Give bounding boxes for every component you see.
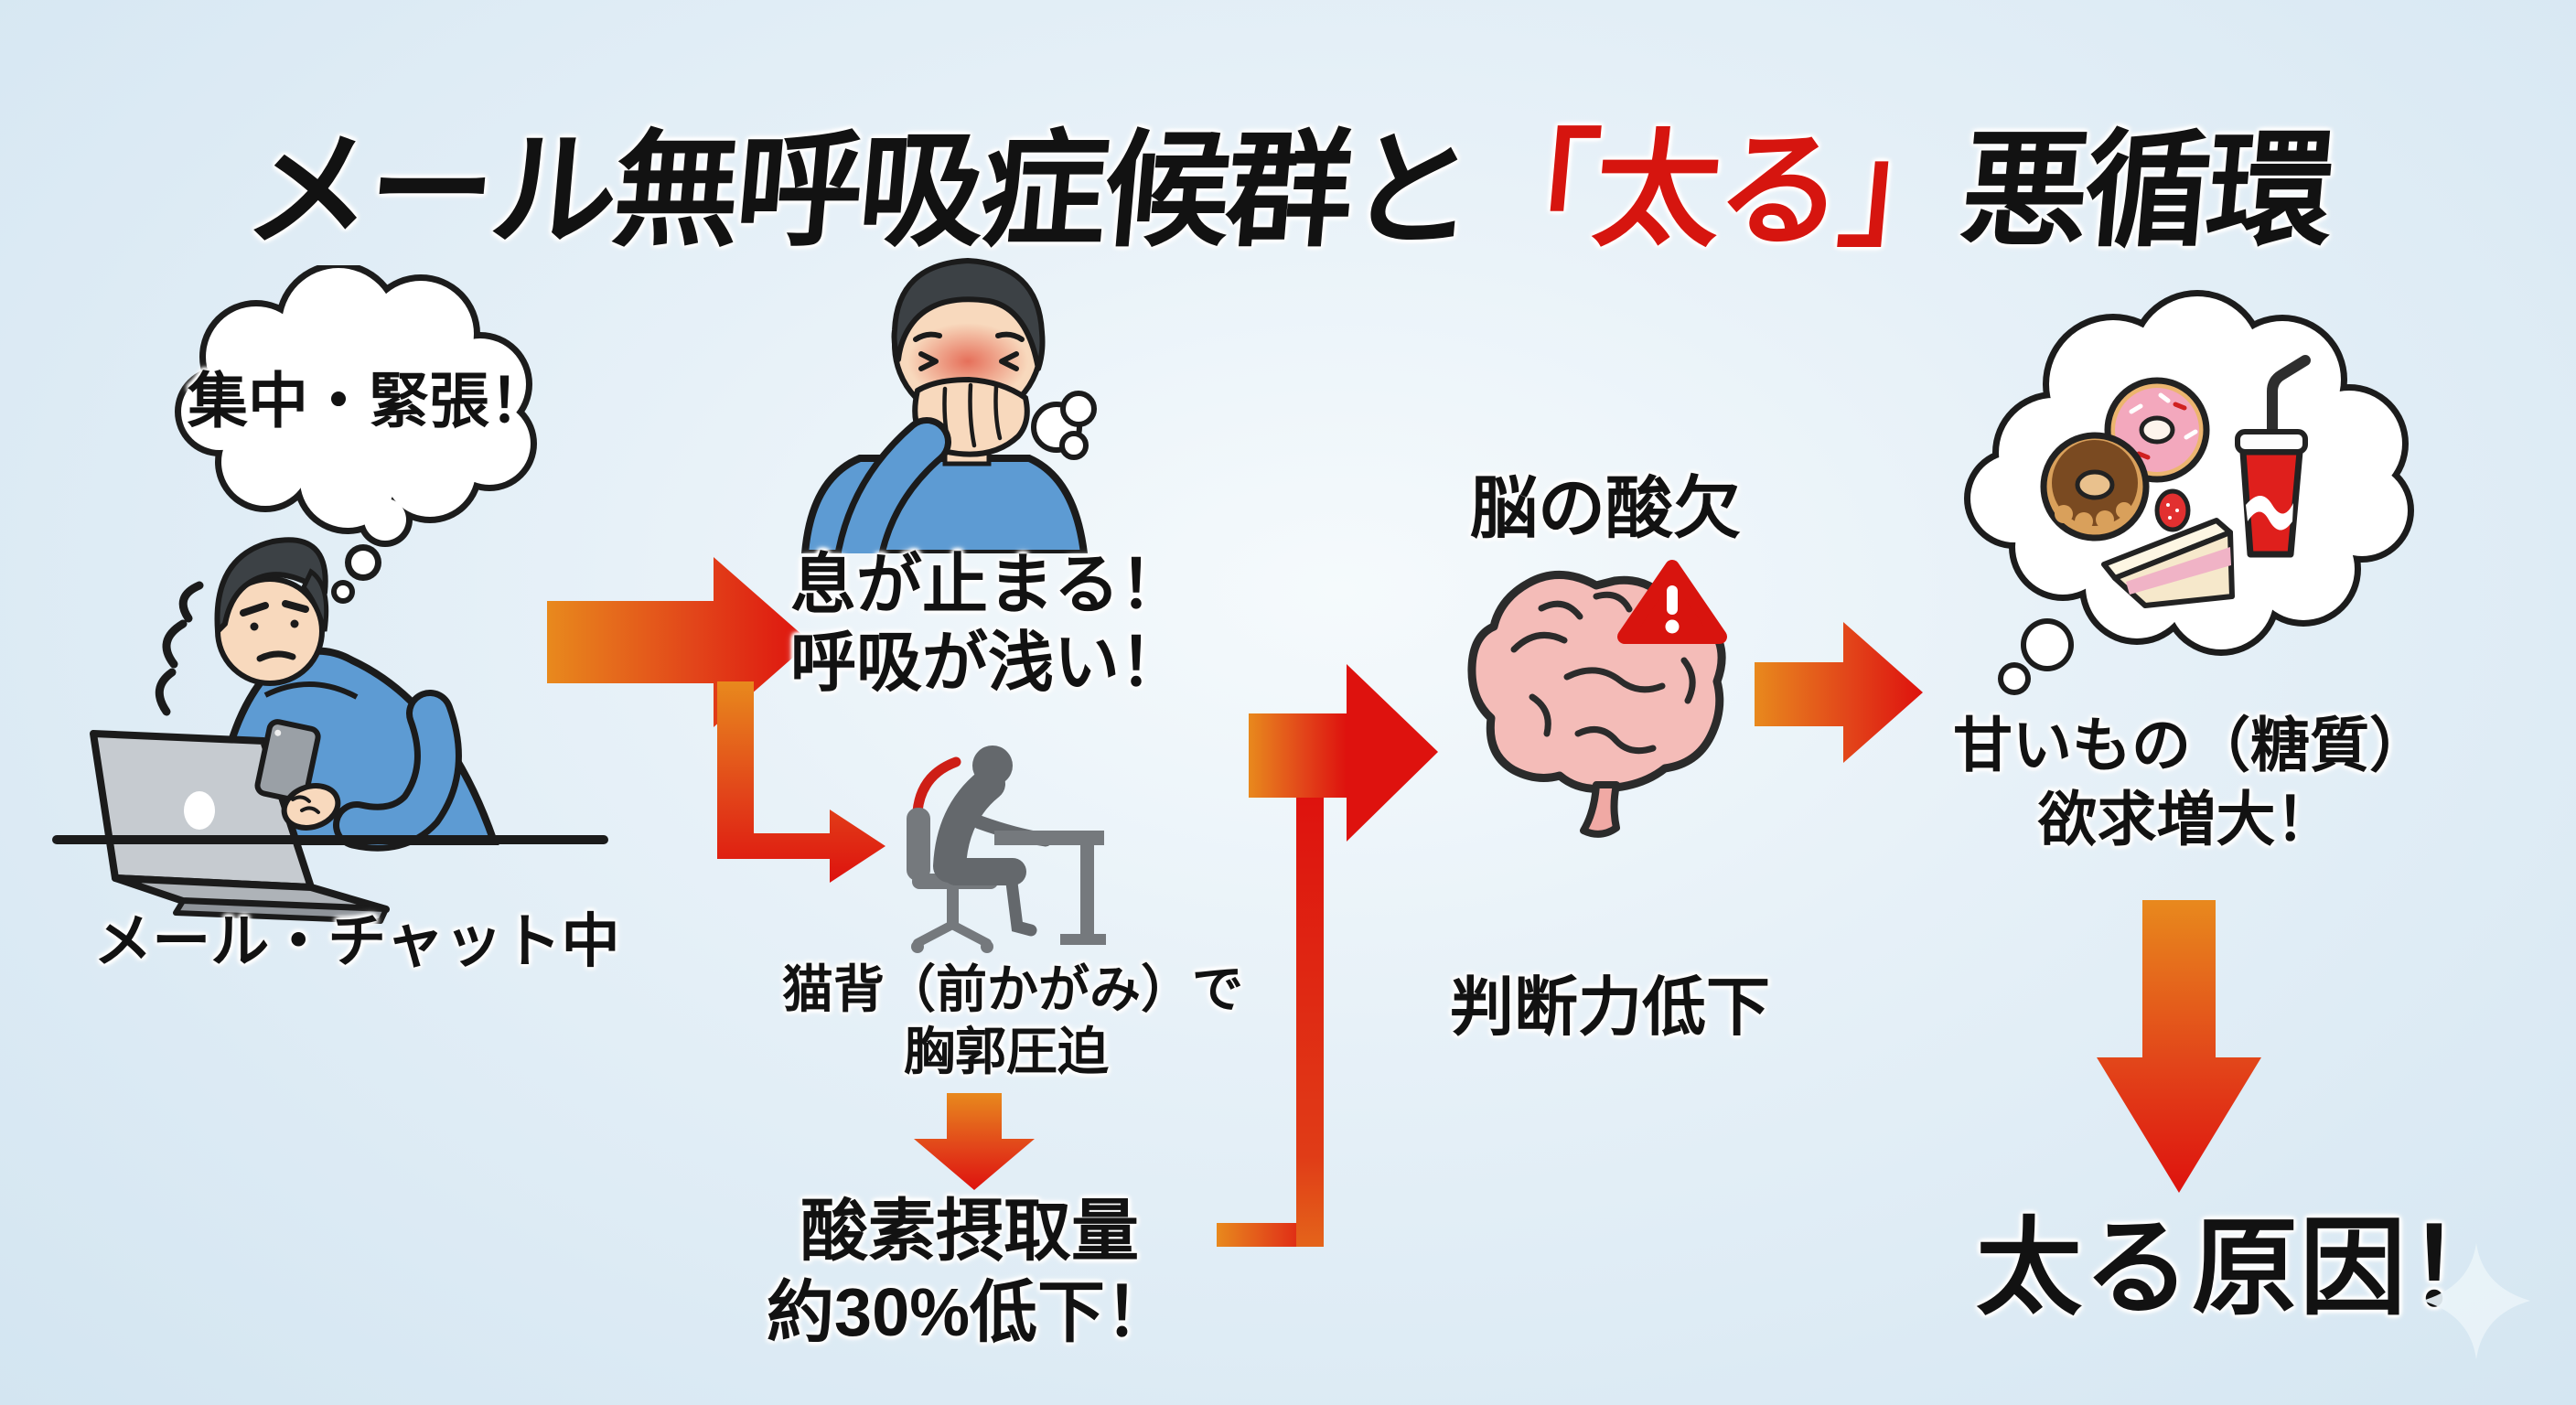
person-at-laptop-illustration [52,537,608,924]
slouched-posture-pictogram [907,745,1106,953]
warning-icon [1617,560,1727,644]
title-highlight: 「太る」 [1465,121,1969,263]
oxygen-line2: 約30%低下！ [766,1273,1174,1350]
apnea-line1: 息が止まる！ [789,549,1186,622]
brainstem [1580,781,1620,838]
title-post: 悪循環 [1956,121,2336,263]
desk-icon [994,831,1106,945]
trigger-thought-text: 集中・緊張！ [188,367,550,434]
thought-bubble-icon [175,265,537,604]
apnea-line2: 呼吸が浅い！ [789,626,1186,700]
posture-line2: 胸郭圧迫 [904,1023,1109,1081]
strained-eyes-icon [913,331,1025,371]
sparkle-icon [2422,1243,2530,1359]
posture-line1: 猫背（前かがみ）で [782,960,1243,1018]
elbow-arrow-up-right-icon [1217,664,1438,1247]
laptop-icon [90,730,390,924]
hand-icon [281,783,341,831]
bent-back-arc-icon [912,756,961,817]
craving-text: 甘いもの（糖質） 欲求増大！ [1953,708,2430,857]
chocolate-donut-icon [2040,432,2150,542]
craving-line1: 甘いもの（糖質） [1953,712,2430,778]
arrow-right-icon [1755,622,1923,763]
craving-line2: 欲求増大！ [2037,786,2335,853]
brain-icon [1467,560,1727,838]
breath-puff-icon [1031,391,1097,460]
hypoxia-title-text: 脳の酸欠 [1470,470,1741,546]
elbow-arrow-down-right-icon [717,681,886,883]
soda-cup-icon [2235,355,2311,558]
cake-slice-icon [2101,488,2235,608]
sweets-thought-bubble-icon [1964,290,2414,695]
stress-marks-icon [155,581,204,716]
apnea-text: 息が止まる！ 呼吸が浅い！ [782,547,1194,702]
straw [2267,355,2311,437]
hypoxia-caption-text: 判断力低下 [1450,971,1770,1043]
result-text: 太る原因！ [1976,1208,2516,1327]
trigger-caption-text: メール・チャット中 [93,908,620,974]
oxygen-line1: 酸素摂取量 [800,1193,1139,1269]
arrow-down-icon [2097,900,2261,1193]
person-holding-breath-illustration [800,258,1097,553]
posture-text: 猫背（前かがみ）で 胸郭圧迫 [782,959,1243,1084]
arrow-down-icon [914,1093,1035,1190]
phone-icon [254,719,321,804]
angry-face-icon [240,600,309,662]
title-pre: メール無呼吸症候群と [240,121,1478,263]
page-title: メール無呼吸症候群と「太る」悪循環 [0,119,2576,264]
person-silhouette-icon [933,745,1053,937]
oxygen-text: 酸素摂取量 約30%低下！ [755,1191,1185,1354]
